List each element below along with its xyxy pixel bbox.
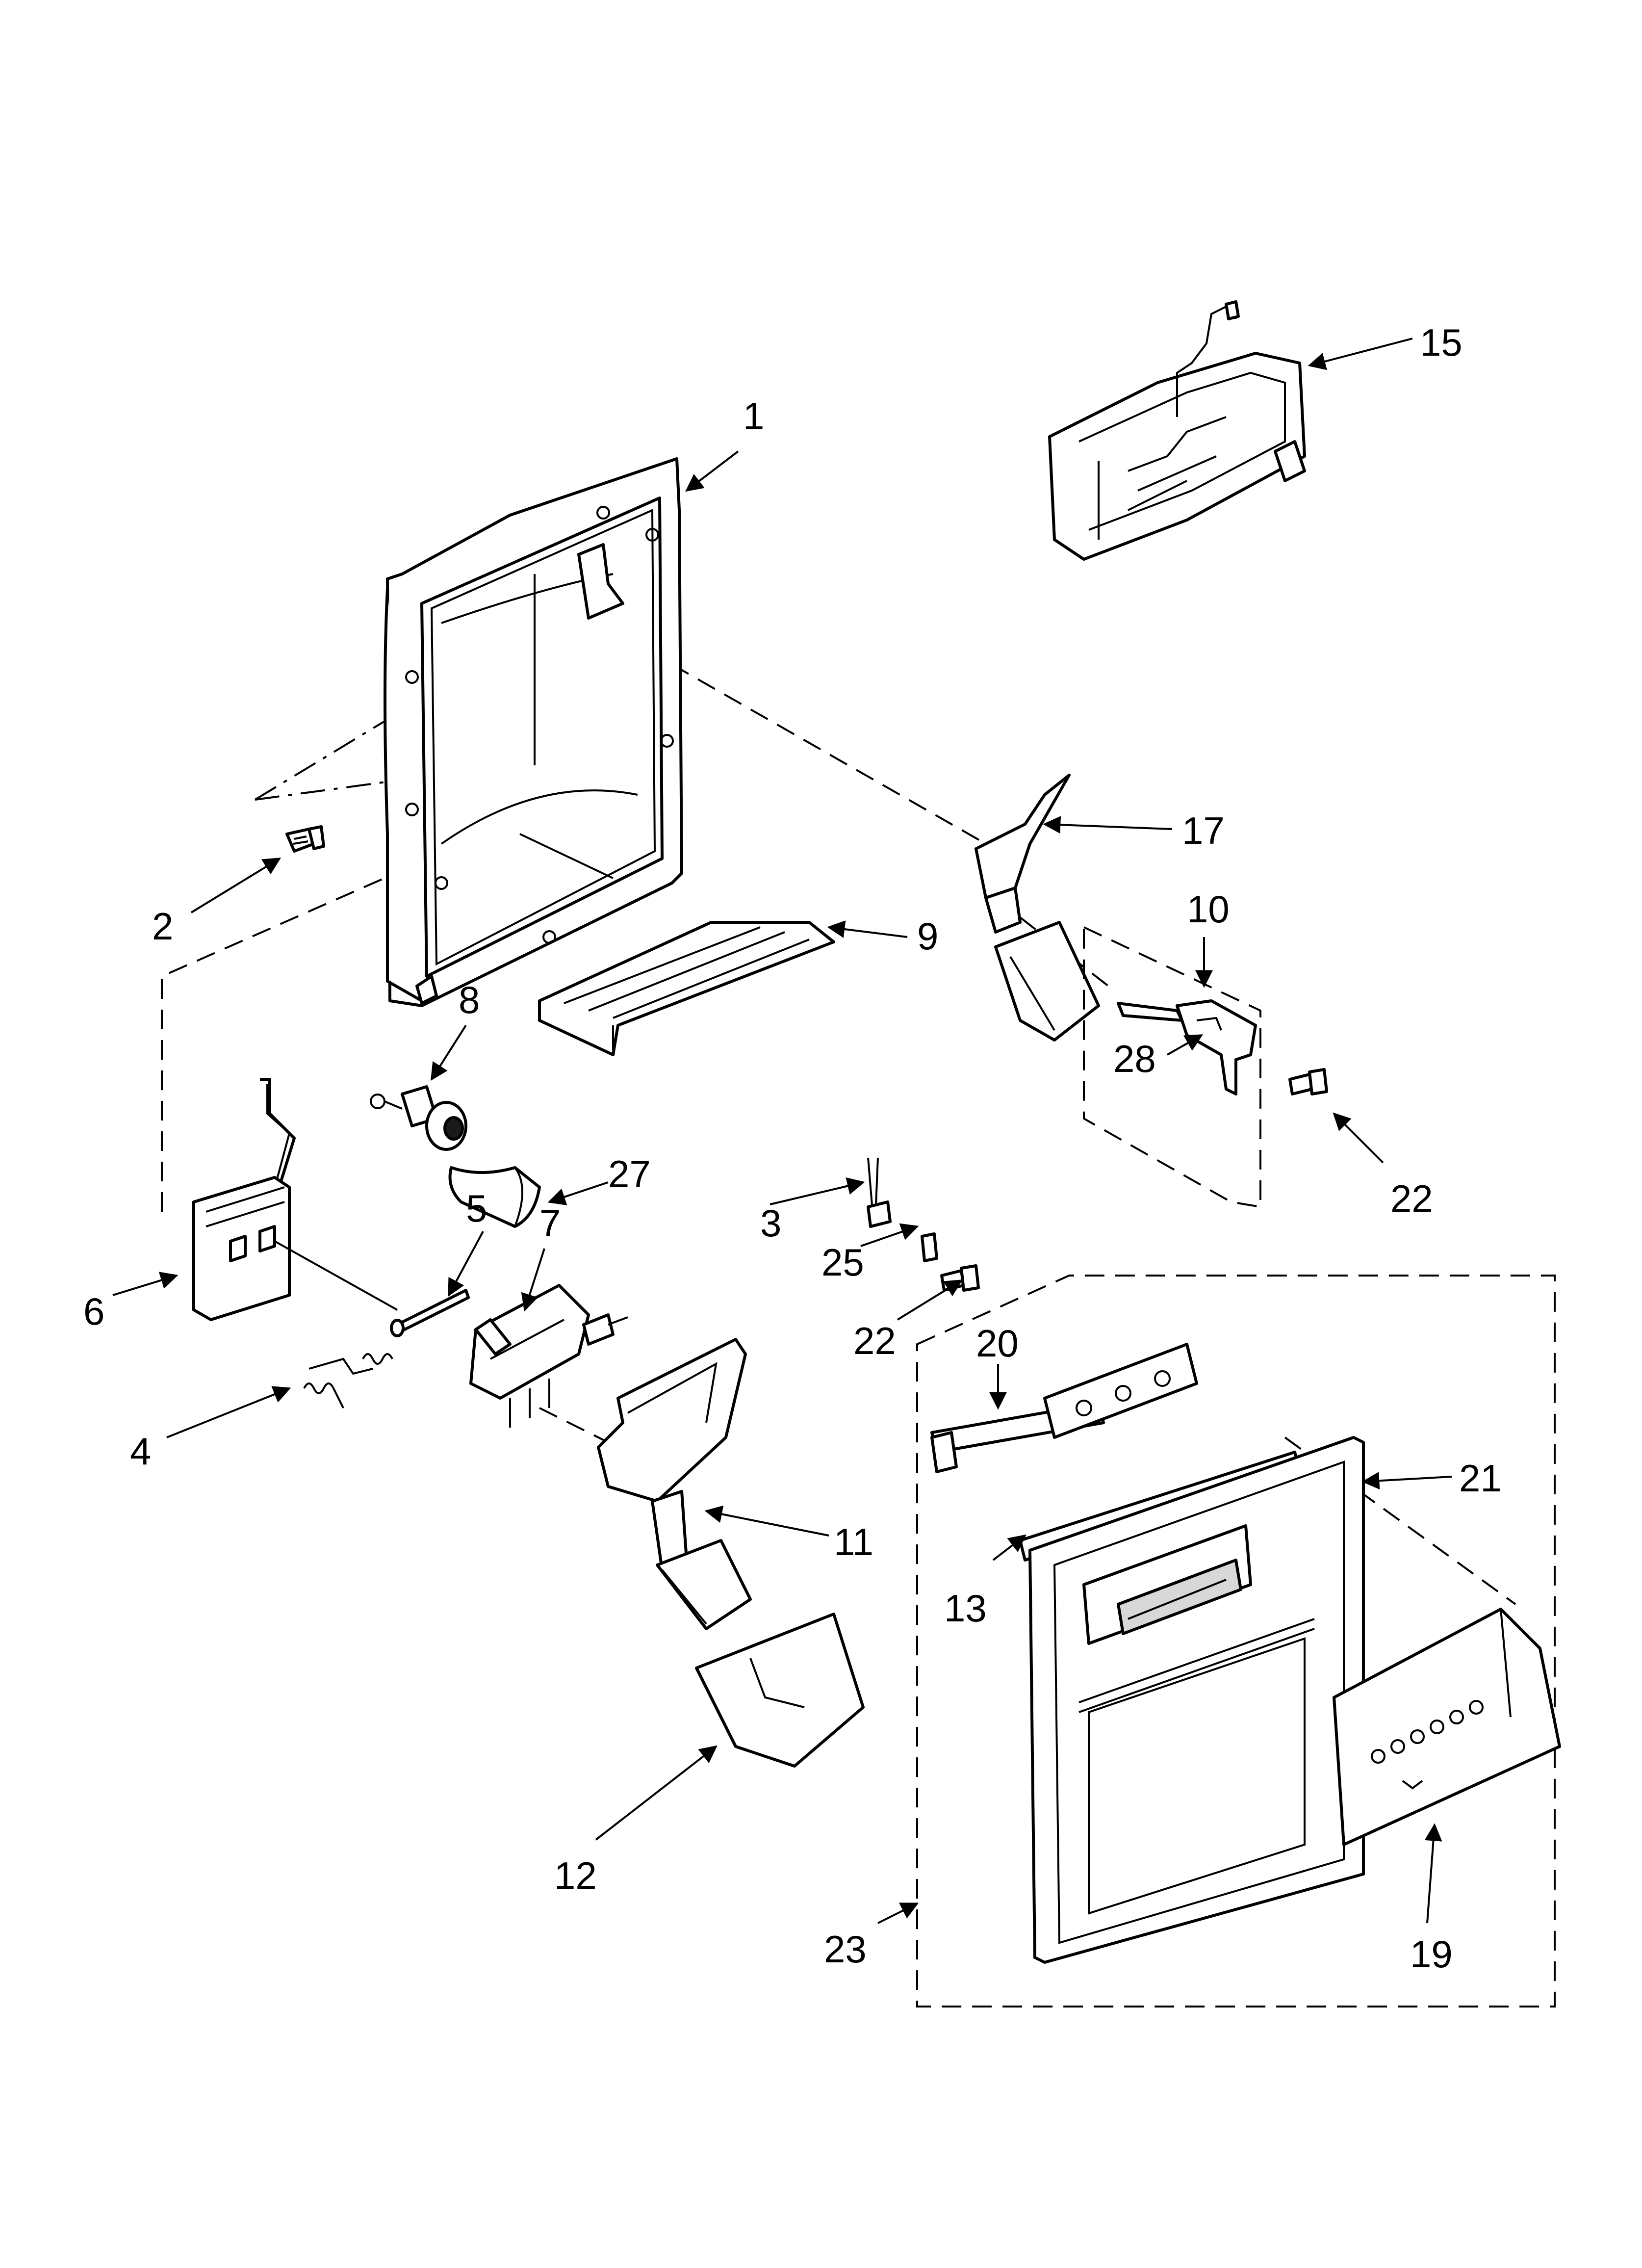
springs	[303, 1353, 393, 1408]
callout-2: 2	[152, 905, 173, 948]
callout-19: 19	[1410, 1932, 1453, 1976]
callout-25: 25	[821, 1241, 864, 1284]
plate	[921, 1232, 938, 1262]
dispenser-front-panel	[1028, 1436, 1365, 1964]
solenoid-cover	[448, 1166, 541, 1228]
callout-28: 28	[1113, 1037, 1156, 1080]
solenoid	[370, 1085, 467, 1151]
callout-9: 9	[917, 914, 938, 958]
pin	[390, 1289, 470, 1337]
callout-4: 4	[130, 1430, 151, 1473]
ice-chute	[695, 1613, 865, 1768]
callout-labels: 1 2 3 4 5 6 7 8 9 10 11 12 13 15 17 19 2…	[83, 321, 1502, 1976]
callout-15: 15	[1420, 321, 1462, 364]
callout-22b: 22	[853, 1319, 896, 1362]
callout-10: 10	[1187, 887, 1230, 931]
control-overlay	[1333, 1608, 1561, 1846]
dispenser-housing	[384, 457, 683, 1007]
screw-2	[285, 825, 325, 853]
callout-20: 20	[976, 1322, 1019, 1365]
screw-22a	[940, 1264, 980, 1292]
callout-23: 23	[824, 1928, 867, 1971]
ice-lever-arm	[597, 1338, 752, 1630]
callout-17: 17	[1182, 809, 1225, 852]
control-board	[1043, 1343, 1198, 1439]
callout-12: 12	[554, 1854, 597, 1897]
switch-module	[192, 1078, 296, 1321]
callout-3: 3	[760, 1201, 781, 1245]
drip-tray	[538, 921, 835, 1056]
actuator	[469, 1284, 628, 1428]
leader-arrows	[112, 338, 1452, 1924]
callout-22a: 22	[1390, 1177, 1433, 1220]
screw-22b	[1288, 1068, 1328, 1095]
callout-1: 1	[743, 394, 764, 438]
callout-27: 27	[608, 1152, 651, 1196]
clip	[867, 1157, 892, 1228]
callout-6: 6	[83, 1290, 104, 1333]
callout-8: 8	[459, 978, 480, 1021]
callout-5: 5	[466, 1187, 487, 1230]
water-paddle	[975, 774, 1100, 1042]
callout-11: 11	[834, 1520, 873, 1564]
callout-7: 7	[539, 1201, 561, 1245]
water-lever	[1117, 999, 1257, 1095]
callout-13: 13	[944, 1587, 987, 1630]
control-box	[1048, 300, 1306, 561]
callout-21: 21	[1459, 1457, 1502, 1500]
